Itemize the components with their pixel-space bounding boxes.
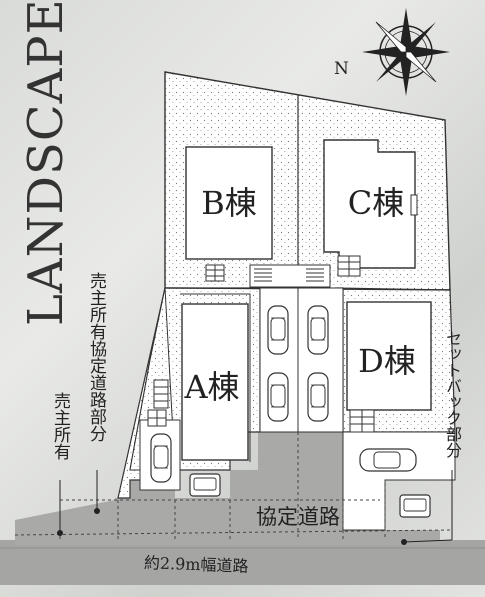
steps-a [147, 379, 169, 427]
building-d-label: D棟 [358, 342, 416, 380]
stairs-center [249, 264, 331, 288]
car-icon [267, 372, 289, 422]
agreement-road-label: 協定道路 [256, 505, 340, 529]
steps-d [349, 409, 375, 433]
car-icon [267, 305, 289, 355]
main-road [0, 540, 485, 585]
building-c-label: C棟 [348, 184, 405, 222]
building-c [323, 139, 416, 269]
steps-b [205, 264, 225, 282]
seller-shared-road-label: 売主所有協定道路部分 [86, 272, 106, 442]
car-icon [150, 433, 172, 483]
bicycle-icon [189, 473, 221, 497]
north-label: N [334, 59, 349, 79]
car-icon [307, 305, 329, 355]
building-d [346, 301, 432, 411]
building-b [185, 146, 273, 260]
parking-d [342, 431, 456, 531]
building-b-label: B棟 [201, 184, 257, 222]
seller-owned-label: 売主所有 [50, 392, 70, 460]
road-width-label: 約2.9m幅道路 [144, 553, 249, 576]
bicycle-icon [399, 494, 431, 518]
building-a [181, 303, 249, 461]
setback-label: セットバック部分 [443, 330, 462, 458]
agreement-road [15, 432, 440, 545]
compass-rose-icon [362, 8, 450, 96]
building-a-label: A棟 [183, 368, 239, 406]
car-icon [359, 448, 417, 472]
car-icon [307, 372, 329, 422]
steps-c [337, 255, 361, 277]
